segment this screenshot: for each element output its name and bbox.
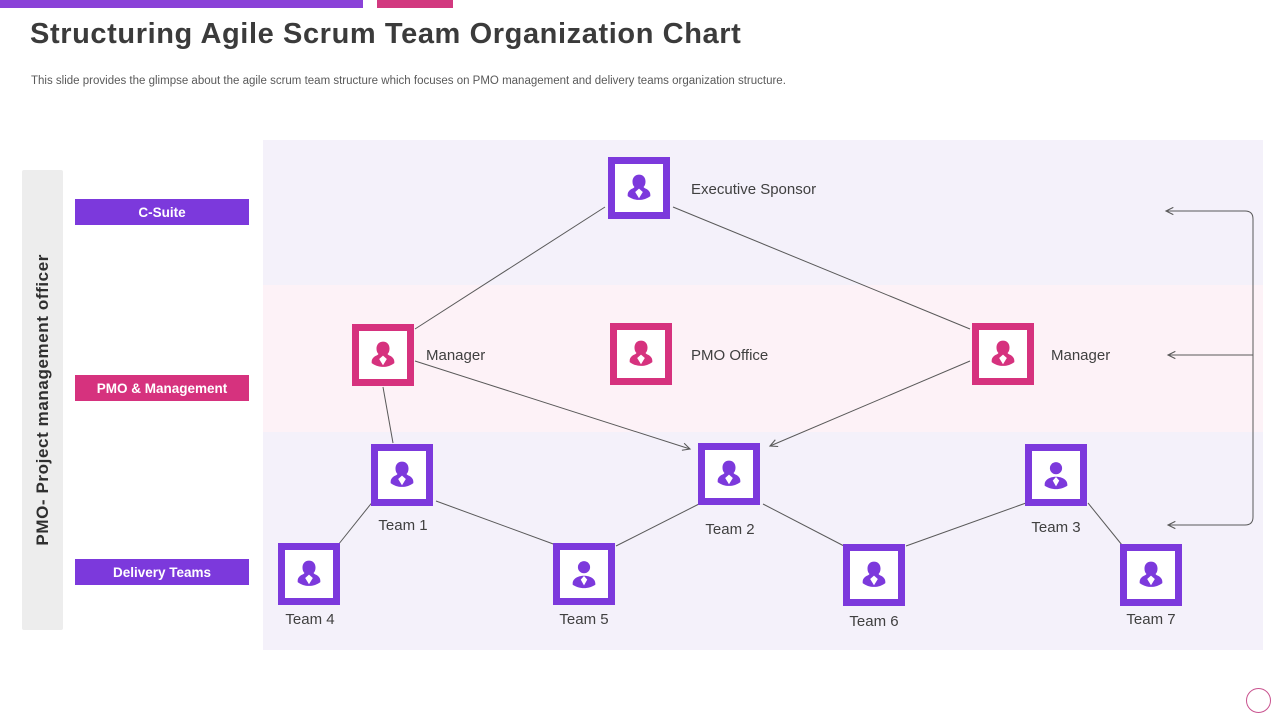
- person-female-icon: [991, 340, 1015, 366]
- page-subtitle: This slide provides the glimpse about th…: [31, 75, 786, 87]
- node-team-2: [698, 443, 760, 505]
- page-title: Structuring Agile Scrum Team Organizatio…: [30, 18, 742, 50]
- person-female-icon: [1139, 561, 1163, 587]
- label-team-2: Team 2: [705, 521, 755, 538]
- band-c-suite: [263, 140, 1263, 285]
- label-team-1: Team 1: [378, 517, 428, 534]
- node-pmo-office: [610, 323, 672, 385]
- label-pmo-office: PMO Office: [691, 347, 769, 364]
- row-label-delivery-teams: Delivery Teams: [75, 559, 249, 585]
- label-team-6: Team 6: [849, 613, 899, 630]
- node-manager-left: [352, 324, 414, 386]
- row-label-pmo-management: PMO & Management: [75, 375, 249, 401]
- node-executive-sponsor: [608, 157, 670, 219]
- node-team-4: [278, 543, 340, 605]
- person-female-icon: [297, 560, 321, 586]
- pmo-vertical-label: PMO- Project management officer: [32, 254, 52, 546]
- person-male-icon: [1044, 462, 1068, 490]
- person-female-icon: [627, 174, 651, 200]
- node-team-1: [371, 444, 433, 506]
- pmo-vertical-rail: PMO- Project management officer: [22, 170, 63, 630]
- node-team-6: [843, 544, 905, 606]
- person-female-icon: [371, 341, 395, 367]
- person-male-icon: [572, 561, 596, 589]
- label-manager-left: Manager: [426, 347, 486, 364]
- label-team-3: Team 3: [1031, 519, 1081, 536]
- top-accent-bar-pink: [377, 0, 453, 8]
- label-executive-sponsor: Executive Sponsor: [691, 181, 817, 198]
- label-team-7: Team 7: [1126, 611, 1176, 628]
- label-team-5: Team 5: [559, 611, 609, 628]
- label-team-4: Team 4: [285, 611, 335, 628]
- person-female-icon: [717, 460, 741, 486]
- node-team-5: [553, 543, 615, 605]
- node-team-3: [1025, 444, 1087, 506]
- row-label-c-suite: C-Suite: [75, 199, 249, 225]
- person-female-icon: [390, 461, 414, 487]
- label-manager-right: Manager: [1051, 347, 1111, 364]
- person-female-icon: [629, 340, 653, 366]
- decorative-circle: [1246, 688, 1271, 713]
- node-manager-right: [972, 323, 1034, 385]
- node-team-7: [1120, 544, 1182, 606]
- top-accent-bar-purple: [0, 0, 363, 8]
- person-female-icon: [862, 561, 886, 587]
